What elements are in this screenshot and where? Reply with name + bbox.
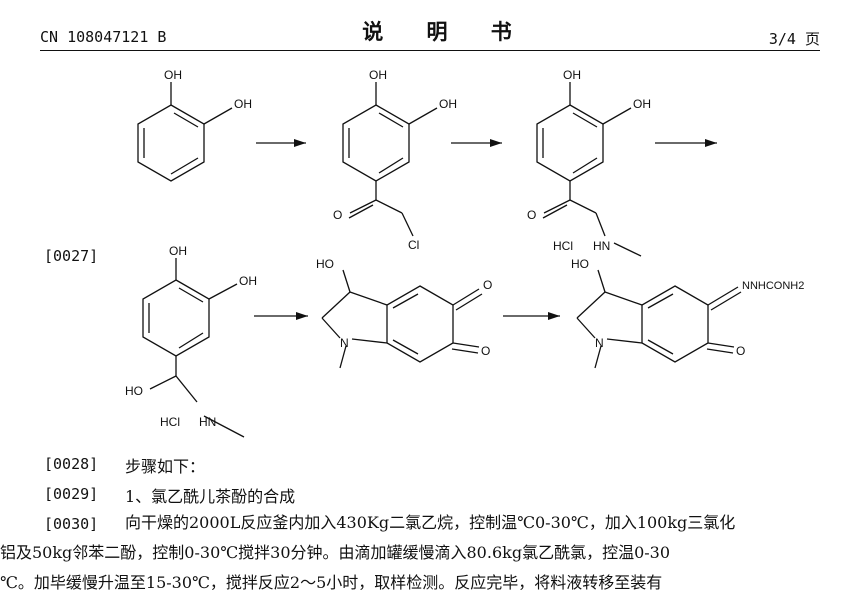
synthesis-scheme: OH OH OH OH O Cl OH OH O — [125, 68, 804, 438]
label-hn-1: HN — [593, 239, 610, 253]
paragraph-number-0027: [0027] — [44, 247, 99, 265]
label-cl: Cl — [408, 238, 419, 252]
label-oh-7: OH — [169, 244, 187, 258]
label-n-1: N — [340, 336, 349, 350]
paragraph-0028-text: 步骤如下： — [125, 457, 206, 476]
label-hcl-1: HCl — [553, 239, 573, 253]
label-ho-3: HO — [571, 257, 589, 271]
paragraph-number-0029: [0029] — [44, 485, 99, 503]
label-semicarbazone: NNHCONH2 — [742, 280, 804, 292]
label-oh-4: OH — [439, 97, 457, 111]
adrenaline-hcl-structure: OH OH HO HCl HN — [125, 244, 257, 438]
carbazochrome-structure: HO NNHCONH2 O N — [571, 257, 804, 369]
paragraph-number-0028: [0028] — [44, 455, 99, 473]
chloroacetyl-catechol-structure: OH OH O Cl — [333, 68, 457, 252]
label-o-1: O — [333, 208, 342, 222]
label-oh-5: OH — [563, 68, 581, 82]
label-hn-2: HN — [199, 415, 216, 429]
page-header: CN 108047121 B 说 明 书 3/4 页 — [0, 0, 856, 52]
paragraph-number-0030: [0030] — [44, 515, 99, 533]
paragraph-0030-line-3: ℃。加毕缓慢升温至15-30℃，搅拌反应2～5小时，取样检测。反应完毕，将料液转… — [0, 573, 663, 592]
document-title: 说 明 书 — [362, 19, 530, 44]
label-hcl-2: HCl — [160, 415, 180, 429]
paragraph-0030-line-2: 铝及50kg邻苯二酚，控制0-30℃搅拌30分钟。由滴加罐缓慢滴入80.6kg氯… — [0, 543, 671, 562]
label-ho-1: HO — [125, 384, 143, 398]
catechol-structure: OH OH — [137, 68, 252, 182]
page-number: 3/4 页 — [768, 30, 820, 48]
label-oh-6: OH — [633, 97, 651, 111]
label-o-4: O — [481, 344, 490, 358]
adrenochrome-structure: HO O O N — [316, 257, 492, 369]
label-oh-3: OH — [369, 68, 387, 82]
paragraph-0030-line-1: 向干燥的2000L反应釜内加入430Kg二氯乙烷，控制温℃0-30℃，加入100… — [125, 513, 736, 532]
paragraph-0030-body: 向干燥的2000L反应釜内加入430Kg二氯乙烷，控制温℃0-30℃，加入100… — [0, 508, 820, 598]
label-o-2: O — [527, 208, 536, 222]
label-n-2: N — [595, 336, 604, 350]
label-oh-1: OH — [164, 68, 182, 82]
patent-number: CN 108047121 B — [40, 28, 167, 46]
label-oh-2: OH — [234, 97, 252, 111]
label-o-5: O — [736, 344, 745, 358]
header-rule — [40, 50, 820, 51]
label-oh-8: OH — [239, 274, 257, 288]
adrenalone-hcl-structure: OH OH O HCl HN — [527, 68, 651, 257]
label-o-3: O — [483, 278, 492, 292]
paragraph-0029-text: 1、氯乙酰儿茶酚的合成 — [125, 487, 296, 506]
label-ho-2: HO — [316, 257, 334, 271]
